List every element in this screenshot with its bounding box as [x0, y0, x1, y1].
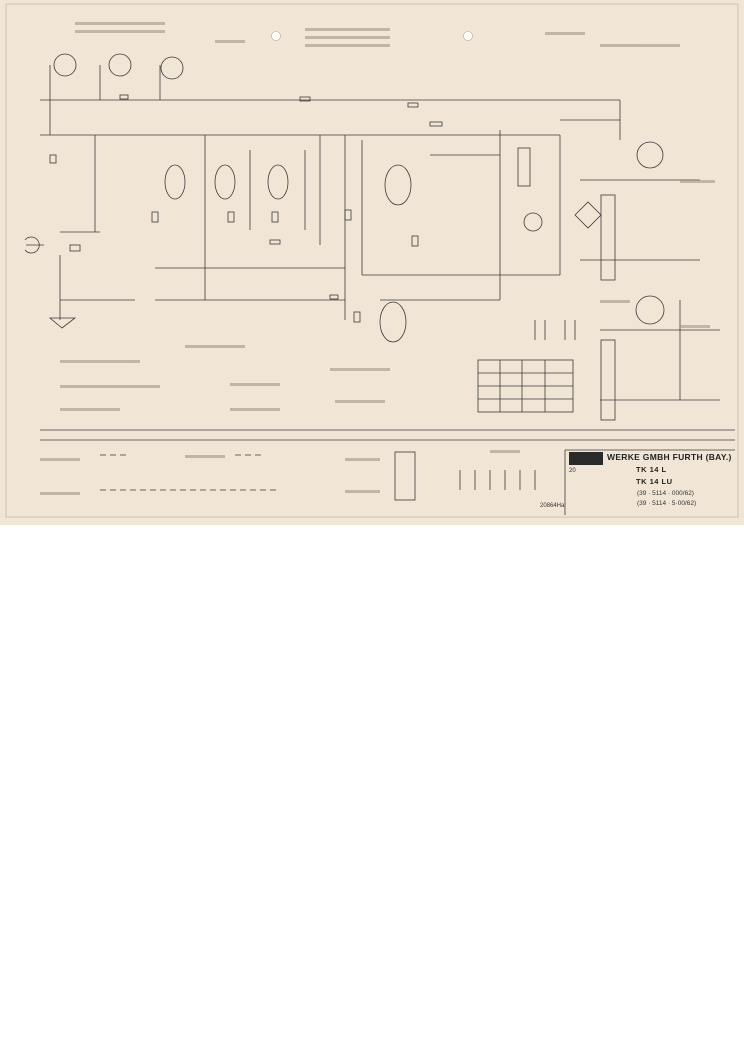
sheet-number: 20 [569, 468, 576, 474]
model-number-variant: TK 14 LU [636, 477, 673, 486]
company-name: WERKE GMBH FURTH (BAY.) [607, 452, 732, 462]
grundig-logo [569, 452, 603, 465]
part-code: (39 · 5114 · 000/62) [637, 490, 694, 497]
drawing-number: 20864Ha [540, 503, 565, 509]
circuit-diagram [5, 3, 739, 518]
model-number: TK 14 L [636, 465, 667, 474]
schematic-sheet: WERKE GMBH FURTH (BAY.) TK 14 L TK 14 LU… [0, 0, 744, 525]
part-code-variant: (39 · 5114 · 5·00/62) [637, 500, 697, 507]
